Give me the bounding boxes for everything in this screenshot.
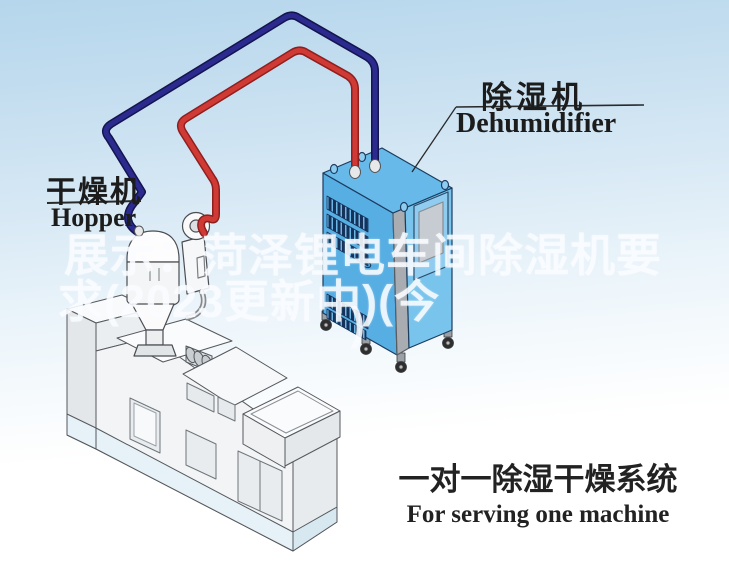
watermark-line-1: 展示：菏泽锂电车间除湿机要 <box>64 230 663 281</box>
hopper-mount-plate <box>133 344 177 357</box>
blower-stand-slot <box>196 255 206 279</box>
cabinet-door-window <box>418 201 444 264</box>
hopper-label-en: Hopper <box>51 203 137 232</box>
machine-top-box-front <box>242 413 286 469</box>
hopper-dome-lid <box>126 230 180 263</box>
machine-top-box-side <box>284 410 341 467</box>
dehumidifier-underline <box>455 104 645 108</box>
lifting-lug <box>329 163 339 175</box>
vent-louver-band <box>326 213 369 251</box>
machine-top-box-lid <box>250 390 334 434</box>
door-handle <box>360 259 372 269</box>
hopper-underline <box>46 200 142 204</box>
caption-en: For serving one machine <box>406 501 670 528</box>
machine-window <box>217 396 236 422</box>
machine-window <box>186 382 215 413</box>
machine-window-inner <box>133 402 157 447</box>
drying-hopper-illustration <box>126 211 211 357</box>
casters <box>320 310 454 373</box>
annotation-lines <box>46 104 645 204</box>
return-pipe-navy <box>103 13 378 236</box>
machine-window <box>185 429 217 480</box>
caster-hub <box>445 340 451 346</box>
caster-hub <box>363 346 369 352</box>
vent-louver-band <box>326 231 369 267</box>
return-hose-highlight <box>185 289 205 320</box>
dehumidifier-label-en: Dehumidifier <box>456 108 617 139</box>
watermark-line-3: ) <box>350 298 366 349</box>
caption-cn: 一对一除湿干燥系统 <box>398 462 678 497</box>
vent-louver-band <box>326 308 367 341</box>
caster-hub <box>323 322 329 328</box>
lifting-lug <box>440 179 450 191</box>
pipes <box>102 11 381 237</box>
dehumidifier-leader-line <box>411 106 457 173</box>
vent-louver-band <box>326 195 369 233</box>
caption-block: 一对一除湿干燥系统 For serving one machine <box>388 454 688 529</box>
hopper-label-cn: 干燥机 <box>46 176 142 209</box>
extruder-machine-illustration <box>66 294 341 552</box>
machine-right-top <box>182 346 288 407</box>
hose-fitting <box>134 225 144 237</box>
caster-hub <box>398 364 404 370</box>
dehumidifier-label-cn: 除湿机 <box>481 80 586 115</box>
hose-fitting <box>369 159 381 173</box>
vent-louver-band <box>326 293 369 330</box>
watermark-line-2: 求(2023更新中)(今 <box>58 276 441 327</box>
lifting-lug <box>399 201 409 213</box>
hopper-throat <box>145 329 164 346</box>
machine-base-end <box>292 506 338 552</box>
lifting-lug <box>357 151 367 163</box>
hose-fitting <box>349 165 361 179</box>
supply-pipe-red <box>178 48 358 236</box>
